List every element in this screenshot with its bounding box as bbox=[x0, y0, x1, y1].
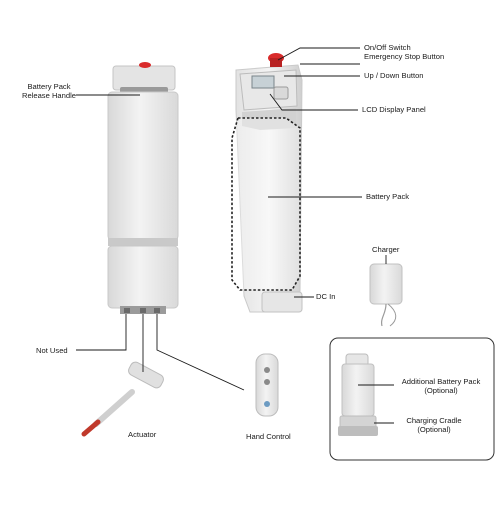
label-charger: Charger bbox=[372, 245, 400, 254]
charger-cable bbox=[380, 303, 387, 327]
hand-logo-icon bbox=[264, 401, 270, 407]
additional-battery-body bbox=[341, 363, 375, 417]
stop-button-stem bbox=[270, 58, 282, 67]
actuator-motor bbox=[128, 361, 164, 389]
additional-battery-pack bbox=[341, 353, 375, 417]
actuator-rod bbox=[93, 389, 135, 427]
line-on-off bbox=[277, 47, 360, 61]
label-actuator: Actuator bbox=[128, 430, 157, 439]
label-battery-pack-release-line2: Release Handle bbox=[21, 91, 77, 100]
cradle-base bbox=[338, 426, 378, 436]
front-divider-band bbox=[108, 238, 178, 246]
actuator bbox=[81, 361, 164, 437]
label-battery-pack: Battery Pack bbox=[366, 192, 410, 201]
front-control-unit bbox=[107, 62, 179, 314]
label-charging-cradle: Charging Cradle (Optional) bbox=[394, 416, 474, 434]
label-charging-cradle-line1: Charging Cradle bbox=[406, 416, 462, 425]
label-up-down-button: Up / Down Button bbox=[364, 71, 424, 80]
actuator-tip bbox=[81, 419, 101, 437]
label-not-used: Not Used bbox=[36, 346, 68, 355]
hand-down-button-icon bbox=[264, 379, 270, 385]
label-on-off-switch: On/Off Switch bbox=[364, 43, 411, 52]
port-not-used bbox=[124, 308, 130, 313]
charger-plug-cable bbox=[387, 303, 397, 327]
front-stop-button-icon bbox=[139, 62, 151, 68]
label-dc-in: DC In bbox=[316, 292, 336, 301]
charging-cradle bbox=[338, 415, 378, 436]
optional-accessories-box bbox=[329, 337, 495, 461]
up-down-button-icon bbox=[273, 86, 289, 100]
label-lcd-display-panel: LCD Display Panel bbox=[362, 105, 426, 114]
charger-body bbox=[369, 263, 403, 305]
hand-control bbox=[255, 353, 279, 417]
leader-lines bbox=[76, 47, 394, 424]
angled-base bbox=[261, 291, 303, 313]
front-base bbox=[107, 245, 179, 309]
label-battery-pack-release: Battery Pack Release Handle bbox=[20, 82, 78, 100]
hand-up-button-icon bbox=[264, 367, 270, 373]
line-lcd bbox=[269, 93, 358, 111]
label-battery-pack-release-line1: Battery Pack bbox=[27, 82, 71, 91]
angled-control-unit bbox=[231, 53, 303, 313]
label-hand-control: Hand Control bbox=[246, 432, 291, 441]
label-additional-battery-line1: Additional Battery Pack bbox=[401, 377, 481, 386]
label-additional-battery-pack: Additional Battery Pack (Optional) bbox=[392, 377, 490, 395]
label-charging-cradle-line2: (Optional) bbox=[417, 425, 451, 434]
port-actuator bbox=[140, 308, 146, 313]
angled-handle-recess bbox=[242, 108, 296, 130]
charger bbox=[369, 263, 403, 327]
battery-pack-outline bbox=[231, 117, 301, 291]
line-not-used bbox=[76, 314, 127, 351]
front-battery-pack bbox=[107, 91, 179, 241]
lcd-display-panel bbox=[251, 75, 275, 89]
label-additional-battery-line2: (Optional) bbox=[424, 386, 458, 395]
port-hand-control bbox=[154, 308, 160, 313]
label-emergency-stop: Emergency Stop Button bbox=[364, 52, 445, 61]
line-hand-control bbox=[156, 314, 245, 391]
release-handle-top bbox=[112, 65, 176, 91]
